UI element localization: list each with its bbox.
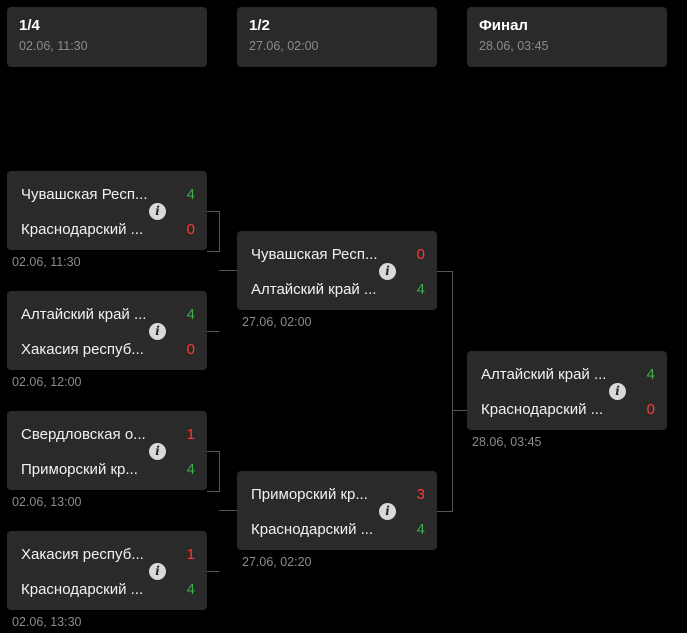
bracket-connector: [452, 410, 467, 411]
team-score: 1: [186, 425, 195, 443]
bracket-connector: [207, 451, 220, 492]
match-date: 02.06, 11:30: [12, 255, 81, 269]
round-date: 02.06, 11:30: [19, 39, 88, 53]
team-row: Краснодарский ... 4: [251, 519, 425, 539]
bracket-connector: [219, 510, 237, 511]
team-row: Хакасия респуб... 0: [21, 339, 195, 359]
team-row: Алтайский край ... 4: [251, 279, 425, 299]
match-date: 27.06, 02:00: [242, 315, 312, 329]
round-header-final: Финал 28.06, 03:45: [467, 7, 667, 67]
team-row: Свердловская о... 1: [21, 424, 195, 444]
team-score: 4: [416, 280, 425, 298]
team-row: Чувашская Респ... 4: [21, 184, 195, 204]
team-row: Приморский кр... 4: [21, 459, 195, 479]
team-name: Приморский кр...: [21, 460, 138, 478]
team-row: Чувашская Респ... 0: [251, 244, 425, 264]
round-header-semifinal: 1/2 27.06, 02:00: [237, 7, 437, 67]
match-card-sf1[interactable]: Чувашская Респ... 0 Алтайский край ... 4…: [237, 231, 437, 310]
round-date: 27.06, 02:00: [249, 39, 319, 53]
match-date: 02.06, 12:00: [12, 375, 82, 389]
team-score: 4: [186, 460, 195, 478]
team-row: Краснодарский ... 0: [481, 399, 655, 419]
team-score: 0: [416, 245, 425, 263]
team-score: 0: [646, 400, 655, 418]
match-card-qf2[interactable]: Алтайский край ... 4 Хакасия респуб... 0…: [7, 291, 207, 370]
match-card-qf1[interactable]: Чувашская Респ... 4 Краснодарский ... 0 …: [7, 171, 207, 250]
round-title: Финал: [479, 17, 528, 34]
round-header-quarterfinal: 1/4 02.06, 11:30: [7, 7, 207, 67]
team-name: Алтайский край ...: [21, 305, 147, 323]
team-name: Краснодарский ...: [251, 520, 374, 538]
round-date: 28.06, 03:45: [479, 39, 549, 53]
bracket-connector: [207, 331, 219, 332]
team-name: Приморский кр...: [251, 485, 368, 503]
match-date: 02.06, 13:00: [12, 495, 82, 509]
team-score: 4: [186, 580, 195, 598]
info-icon[interactable]: i: [149, 443, 166, 460]
team-score: 4: [186, 305, 195, 323]
match-card-final[interactable]: Алтайский край ... 4 Краснодарский ... 0…: [467, 351, 667, 430]
team-row: Алтайский край ... 4: [21, 304, 195, 324]
match-date: 28.06, 03:45: [472, 435, 542, 449]
info-icon[interactable]: i: [379, 503, 396, 520]
team-score: 1: [186, 545, 195, 563]
bracket-connector: [207, 211, 220, 252]
team-row: Краснодарский ... 4: [21, 579, 195, 599]
info-icon[interactable]: i: [149, 203, 166, 220]
bracket-connector: [219, 270, 237, 271]
match-card-sf2[interactable]: Приморский кр... 3 Краснодарский ... 4 i: [237, 471, 437, 550]
team-name: Чувашская Респ...: [21, 185, 148, 203]
match-card-qf4[interactable]: Хакасия респуб... 1 Краснодарский ... 4 …: [7, 531, 207, 610]
team-score: 4: [646, 365, 655, 383]
team-name: Хакасия респуб...: [21, 340, 144, 358]
team-score: 0: [186, 340, 195, 358]
round-title: 1/4: [19, 17, 40, 34]
team-name: Краснодарский ...: [21, 220, 144, 238]
team-row: Краснодарский ... 0: [21, 219, 195, 239]
team-name: Краснодарский ...: [481, 400, 604, 418]
match-date: 27.06, 02:20: [242, 555, 312, 569]
team-name: Хакасия респуб...: [21, 545, 144, 563]
team-score: 0: [186, 220, 195, 238]
team-score: 3: [416, 485, 425, 503]
team-score: 4: [416, 520, 425, 538]
team-name: Чувашская Респ...: [251, 245, 378, 263]
info-icon[interactable]: i: [609, 383, 626, 400]
team-name: Алтайский край ...: [481, 365, 607, 383]
team-row: Приморский кр... 3: [251, 484, 425, 504]
bracket-connector: [437, 271, 453, 512]
team-row: Хакасия респуб... 1: [21, 544, 195, 564]
team-name: Краснодарский ...: [21, 580, 144, 598]
match-card-qf3[interactable]: Свердловская о... 1 Приморский кр... 4 i: [7, 411, 207, 490]
info-icon[interactable]: i: [149, 323, 166, 340]
match-date: 02.06, 13:30: [12, 615, 82, 629]
round-title: 1/2: [249, 17, 270, 34]
info-icon[interactable]: i: [149, 563, 166, 580]
team-row: Алтайский край ... 4: [481, 364, 655, 384]
team-name: Алтайский край ...: [251, 280, 377, 298]
bracket-connector: [207, 571, 219, 572]
info-icon[interactable]: i: [379, 263, 396, 280]
team-name: Свердловская о...: [21, 425, 146, 443]
team-score: 4: [186, 185, 195, 203]
